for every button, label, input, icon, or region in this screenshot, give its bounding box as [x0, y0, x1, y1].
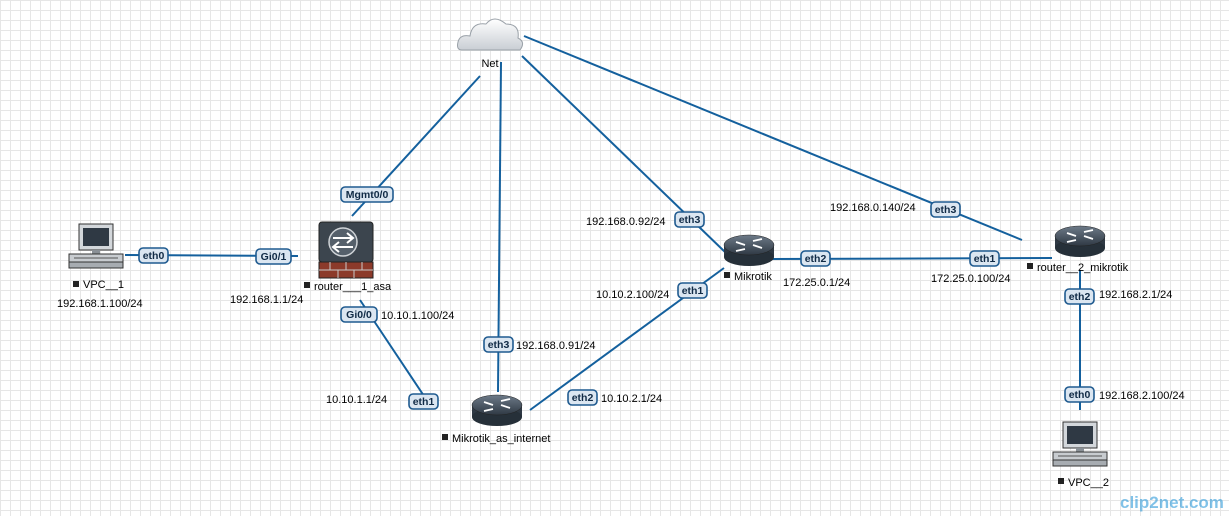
- node-marker: [73, 281, 79, 287]
- iface-asa-gi01[interactable]: Gi0/1: [255, 248, 292, 265]
- iface-r2-eth3[interactable]: eth3: [930, 201, 961, 218]
- iface-mk-eth1[interactable]: eth1: [677, 282, 708, 299]
- router-icon: [1054, 225, 1106, 258]
- router-asa-node[interactable]: router___1_asa: [304, 221, 392, 293]
- cloud-icon: [457, 18, 524, 51]
- vpc2-label: VPC__2: [1068, 477, 1109, 489]
- interface-badges: eth0 Gi0/1 Mgmt0/0 Gi0/0 eth1 eth3 eth2: [138, 186, 1095, 410]
- ip-label-mk-eth2: 172.25.0.1/24: [783, 277, 850, 289]
- iface-label: Gi0/1: [261, 251, 287, 263]
- ip-label-asa-gi00: 10.10.1.100/24: [381, 310, 454, 322]
- iface-label: Mgmt0/0: [346, 189, 389, 201]
- router-icon: [723, 234, 775, 267]
- pc-icon: [1052, 421, 1108, 467]
- ip-label-mk-eth1: 10.10.2.100/24: [596, 289, 669, 301]
- node-marker: [304, 282, 310, 288]
- iface-mi-eth2[interactable]: eth2: [567, 389, 598, 406]
- node-marker: [1058, 478, 1064, 484]
- iface-label: eth1: [413, 396, 435, 408]
- iface-label: eth3: [679, 214, 701, 226]
- iface-label: eth2: [805, 253, 827, 265]
- iface-label: Gi0/0: [346, 309, 372, 321]
- ip-label-vpc2-eth0: 192.168.2.100/24: [1099, 390, 1185, 402]
- mikrotik-internet-node[interactable]: Mikrotik_as_internet: [442, 394, 550, 445]
- iface-asa-gi00[interactable]: Gi0/0: [340, 306, 378, 323]
- ip-label-r2-eth2: 192.168.2.1/24: [1099, 289, 1172, 301]
- vpc2-node[interactable]: VPC__2: [1052, 421, 1109, 489]
- router-asa-label: router___1_asa: [314, 281, 392, 293]
- net-label: Net: [481, 58, 498, 70]
- vpc1-label: VPC__1: [83, 279, 124, 291]
- iface-asa-mgmt[interactable]: Mgmt0/0: [340, 186, 394, 203]
- router-icon: [471, 394, 523, 427]
- ip-label-mi-eth1: 10.10.1.1/24: [326, 394, 387, 406]
- watermark-logo: clip2net.com: [1120, 493, 1224, 512]
- iface-mi-eth3[interactable]: eth3: [483, 336, 514, 353]
- iface-vpc1-eth0[interactable]: eth0: [138, 247, 169, 264]
- mikrotik-internet-label: Mikrotik_as_internet: [452, 433, 550, 445]
- ip-label-mk-eth3: 192.168.0.92/24: [586, 216, 666, 228]
- iface-label: eth0: [143, 250, 165, 262]
- iface-mk-eth2[interactable]: eth2: [800, 250, 831, 267]
- iface-r2-eth1[interactable]: eth1: [969, 250, 1000, 267]
- iface-label: eth0: [1069, 389, 1091, 401]
- mikrotik-node[interactable]: Mikrotik: [723, 234, 775, 283]
- iface-label: eth1: [974, 253, 996, 265]
- router2-node[interactable]: router__2_mikrotik: [1027, 225, 1129, 274]
- iface-label: eth2: [1069, 291, 1091, 303]
- mikrotik-label: Mikrotik: [734, 271, 772, 283]
- pc-icon: [68, 223, 124, 269]
- iface-mk-eth3[interactable]: eth3: [674, 211, 705, 228]
- iface-label: eth1: [682, 285, 704, 297]
- firewall-icon: [318, 221, 374, 279]
- ip-labels: 192.168.1.100/24 192.168.1.1/24 10.10.1.…: [57, 202, 1185, 406]
- ip-label-r2-eth1: 172.25.0.100/24: [931, 273, 1011, 285]
- iface-mi-eth1[interactable]: eth1: [408, 393, 439, 410]
- ip-label-r2-eth3: 192.168.0.140/24: [830, 202, 916, 214]
- iface-label: eth2: [572, 392, 594, 404]
- ip-label-mi-eth3: 192.168.0.91/24: [516, 340, 596, 352]
- node-marker: [1027, 263, 1033, 269]
- ip-label-asa-gi01: 192.168.1.1/24: [230, 294, 303, 306]
- net-node[interactable]: Net: [457, 18, 524, 70]
- iface-vpc2-eth0[interactable]: eth0: [1064, 386, 1095, 403]
- ip-label-vpc1: 192.168.1.100/24: [57, 298, 143, 310]
- iface-label: eth3: [935, 204, 957, 216]
- iface-label: eth3: [488, 339, 510, 351]
- node-marker: [442, 434, 448, 440]
- node-marker: [724, 272, 730, 278]
- router2-label: router__2_mikrotik: [1037, 262, 1129, 274]
- iface-r2-eth2[interactable]: eth2: [1064, 288, 1095, 305]
- ip-label-mi-eth2: 10.10.2.1/24: [601, 393, 662, 405]
- vpc1-node[interactable]: VPC__1: [68, 223, 124, 291]
